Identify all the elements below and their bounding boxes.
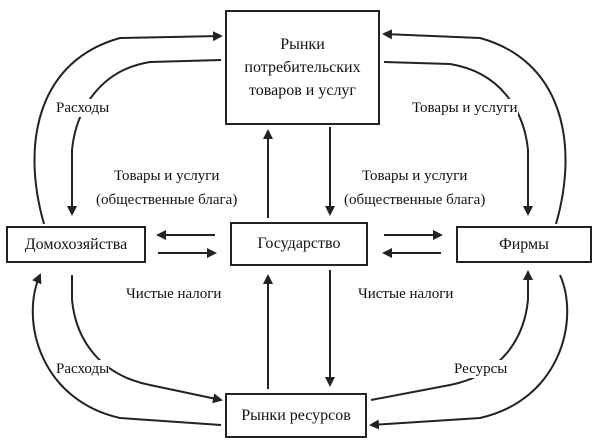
label-net-taxes-left: Чистые налоги — [126, 285, 222, 303]
arrow-resources-inner-bottom-left — [71, 275, 223, 404]
arrow-income-outer-bottom — [31, 273, 222, 426]
government-label: Государство — [257, 235, 341, 252]
label-expenses-bottom: Расходы — [56, 360, 110, 378]
arrow-expenses-inner-top-right — [383, 61, 533, 216]
resource-markets-box: Рынки ресурсов — [225, 393, 367, 438]
label-expenses-top: Расходы — [56, 99, 110, 117]
resource-markets-label: Рынки ресурсов — [241, 406, 351, 424]
consumer-markets-box: Рынки потребительских товаров и услуг — [225, 10, 380, 125]
firms-box: Фирмы — [456, 226, 592, 263]
label-public-goods-right-line-2: (общественные блага) — [344, 192, 486, 208]
consumer-markets-line-3: товаров и услуг — [249, 82, 356, 99]
government-box: Государство — [230, 222, 368, 266]
arrow-expenses-outer-top — [33, 31, 223, 225]
arrow-goods-outer-top — [382, 29, 567, 225]
label-net-taxes-right: Чистые налоги — [358, 285, 454, 303]
arrow-expenses-outer-bottom — [369, 274, 569, 430]
label-public-goods-right: Товары и услуги (общественные блага) — [344, 164, 486, 212]
households-box: Домохозяйства — [6, 226, 146, 263]
label-public-goods-left: Товары и услуги (общественные блага) — [96, 164, 238, 212]
arrow-resources-inner-bottom-right — [370, 270, 533, 401]
label-goods-top: Товары и услуги — [412, 99, 518, 117]
label-resources-bottom: Ресурсы — [454, 360, 508, 378]
label-public-goods-right-line-1: Товары и услуги — [361, 168, 468, 184]
arrow-goods-inner-top-left — [67, 59, 222, 216]
firms-label: Фирмы — [499, 235, 549, 253]
consumer-markets-line-2: потребительских — [244, 59, 361, 76]
label-public-goods-left-line-1: Товары и услуги — [113, 168, 220, 184]
label-public-goods-left-line-2: (общественные блага) — [96, 192, 238, 208]
households-label: Домохозяйства — [24, 235, 128, 253]
consumer-markets-line-1: Рынки — [280, 36, 325, 53]
